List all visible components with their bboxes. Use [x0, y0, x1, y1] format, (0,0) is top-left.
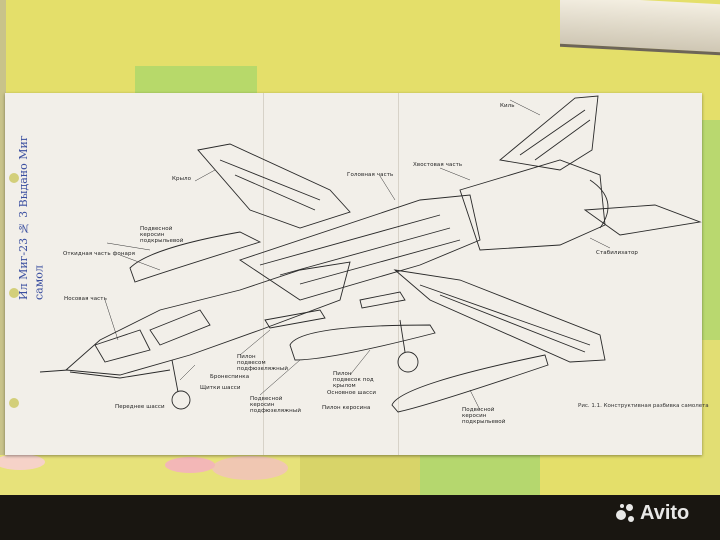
fuselage-mid [238, 194, 481, 301]
label-nose-gear: Переднее шасси [115, 404, 165, 410]
main-gear-strut [399, 319, 406, 353]
fuselage-tail [459, 159, 606, 251]
pylon [359, 291, 406, 309]
stabilizer [583, 204, 702, 236]
cockpit-canopy [94, 329, 151, 363]
label-tail-section: Хвостовая часть [413, 162, 463, 168]
drop-tank-lower [391, 354, 549, 413]
pitot-probe [39, 369, 69, 373]
figure-caption: Рис. 1.1. Конструктивная разбивка самоле… [578, 403, 709, 409]
cloth-pattern [0, 0, 720, 500]
vertical-fin [498, 95, 599, 171]
label-armor-back: Бронеспинка [210, 374, 250, 380]
nose-gear-wheel [171, 390, 191, 410]
label-head-section: Головная часть [347, 172, 394, 178]
label-pylon-wing: Пилон подвесок под крылом [333, 371, 374, 389]
avito-logo-icon [616, 503, 636, 524]
label-wing: Крыло [172, 176, 192, 182]
punch-hole [9, 398, 19, 408]
label-pylon-tank: Пилон керосина [322, 405, 371, 411]
label-gear-doors: Щитки шасси [200, 385, 241, 391]
drop-tank-wing [129, 231, 262, 283]
label-canopy: Откидная часть фонаря [63, 251, 136, 257]
drop-tank-fuselage [289, 324, 436, 361]
label-fuselage-tank: Подвесной керосин подфюзеляжный [250, 396, 301, 414]
nose-gear-strut [171, 359, 179, 393]
label-nose: Носовая часть [64, 296, 107, 302]
punch-hole [9, 288, 19, 298]
label-stabilizer: Стабилизатор [596, 250, 639, 256]
label-lower-tank: Подвесной керосин подкрыльевой [462, 407, 506, 425]
dark-table-edge [0, 495, 720, 540]
label-pylon-fuselage: Пилон подвесом подфюзеляжный [237, 354, 288, 372]
label-wing-tank: Подвесной керосин подкрыльевой [140, 226, 184, 244]
avito-watermark: Avito [616, 502, 689, 525]
punch-hole [9, 173, 19, 183]
fold-line [263, 93, 264, 455]
fuselage-nose [64, 261, 351, 376]
wing-lower [393, 269, 606, 363]
wing-upper [197, 143, 351, 229]
pylon [264, 309, 326, 329]
label-main-gear: Основное шасси [327, 390, 377, 396]
fold-line [398, 93, 399, 455]
avito-wordmark: Avito [640, 502, 690, 524]
label-fin: Киль [500, 103, 515, 109]
main-gear-wheel [397, 351, 419, 373]
